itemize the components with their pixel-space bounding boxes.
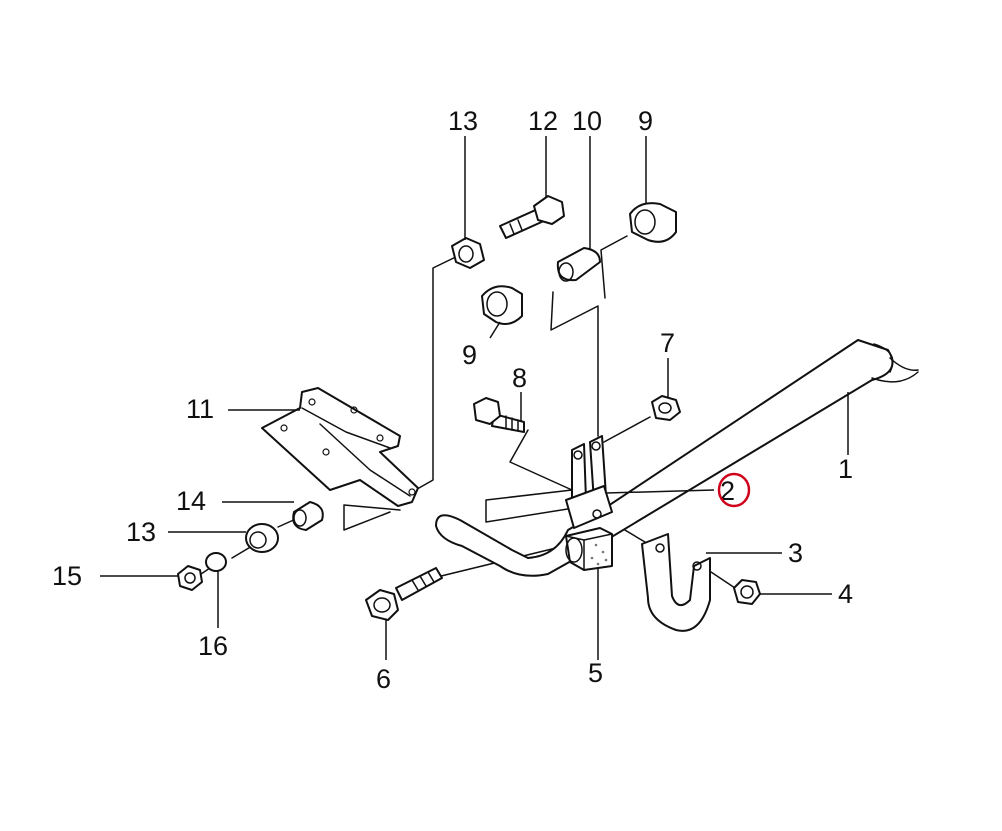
callout-10: 10 — [572, 106, 602, 136]
callout-13-bottom: 13 — [126, 517, 156, 547]
ring-16 — [205, 552, 227, 572]
short-bolt — [473, 397, 525, 433]
leader-lines — [100, 136, 849, 660]
callout-1: 1 — [838, 454, 853, 484]
bushing — [565, 527, 613, 571]
callout-16: 16 — [198, 631, 228, 661]
highlight-circle — [717, 472, 751, 508]
callout-13-top: 13 — [448, 106, 478, 136]
flange-nut-7 — [651, 395, 681, 421]
callout-12: 12 — [528, 106, 558, 136]
callout-8: 8 — [512, 363, 527, 393]
callout-11: 11 — [186, 394, 214, 424]
flange-nut-15 — [177, 565, 203, 591]
callout-7: 7 — [660, 328, 675, 358]
flange-nut-4 — [733, 579, 761, 605]
link-bracket — [565, 435, 613, 529]
callout-2: 2 — [720, 476, 735, 506]
stabilizer-bar — [435, 339, 919, 577]
callout-6: 6 — [376, 664, 391, 694]
spacer-sleeve — [556, 247, 601, 282]
callout-14: 14 — [176, 486, 206, 516]
callout-3: 3 — [788, 538, 803, 568]
bushing-9-upper — [629, 202, 677, 243]
washer-13-upper — [451, 237, 485, 269]
callout-9-bottom: 9 — [462, 340, 477, 370]
mounting-plate — [261, 387, 419, 507]
bushing-9-lower — [481, 285, 523, 325]
callouts: 13 12 10 9 9 7 8 11 1 2 3 4 14 13 15 16 … — [52, 106, 853, 694]
callout-4: 4 — [838, 579, 853, 609]
sleeve-14 — [292, 501, 324, 531]
callout-15: 15 — [52, 561, 82, 591]
washer-13-lower — [245, 523, 279, 553]
callout-9-top: 9 — [638, 106, 653, 136]
bolt-12 — [499, 195, 565, 239]
long-bolt — [365, 567, 443, 621]
callout-5: 5 — [588, 658, 603, 688]
u-clamp — [641, 533, 711, 632]
